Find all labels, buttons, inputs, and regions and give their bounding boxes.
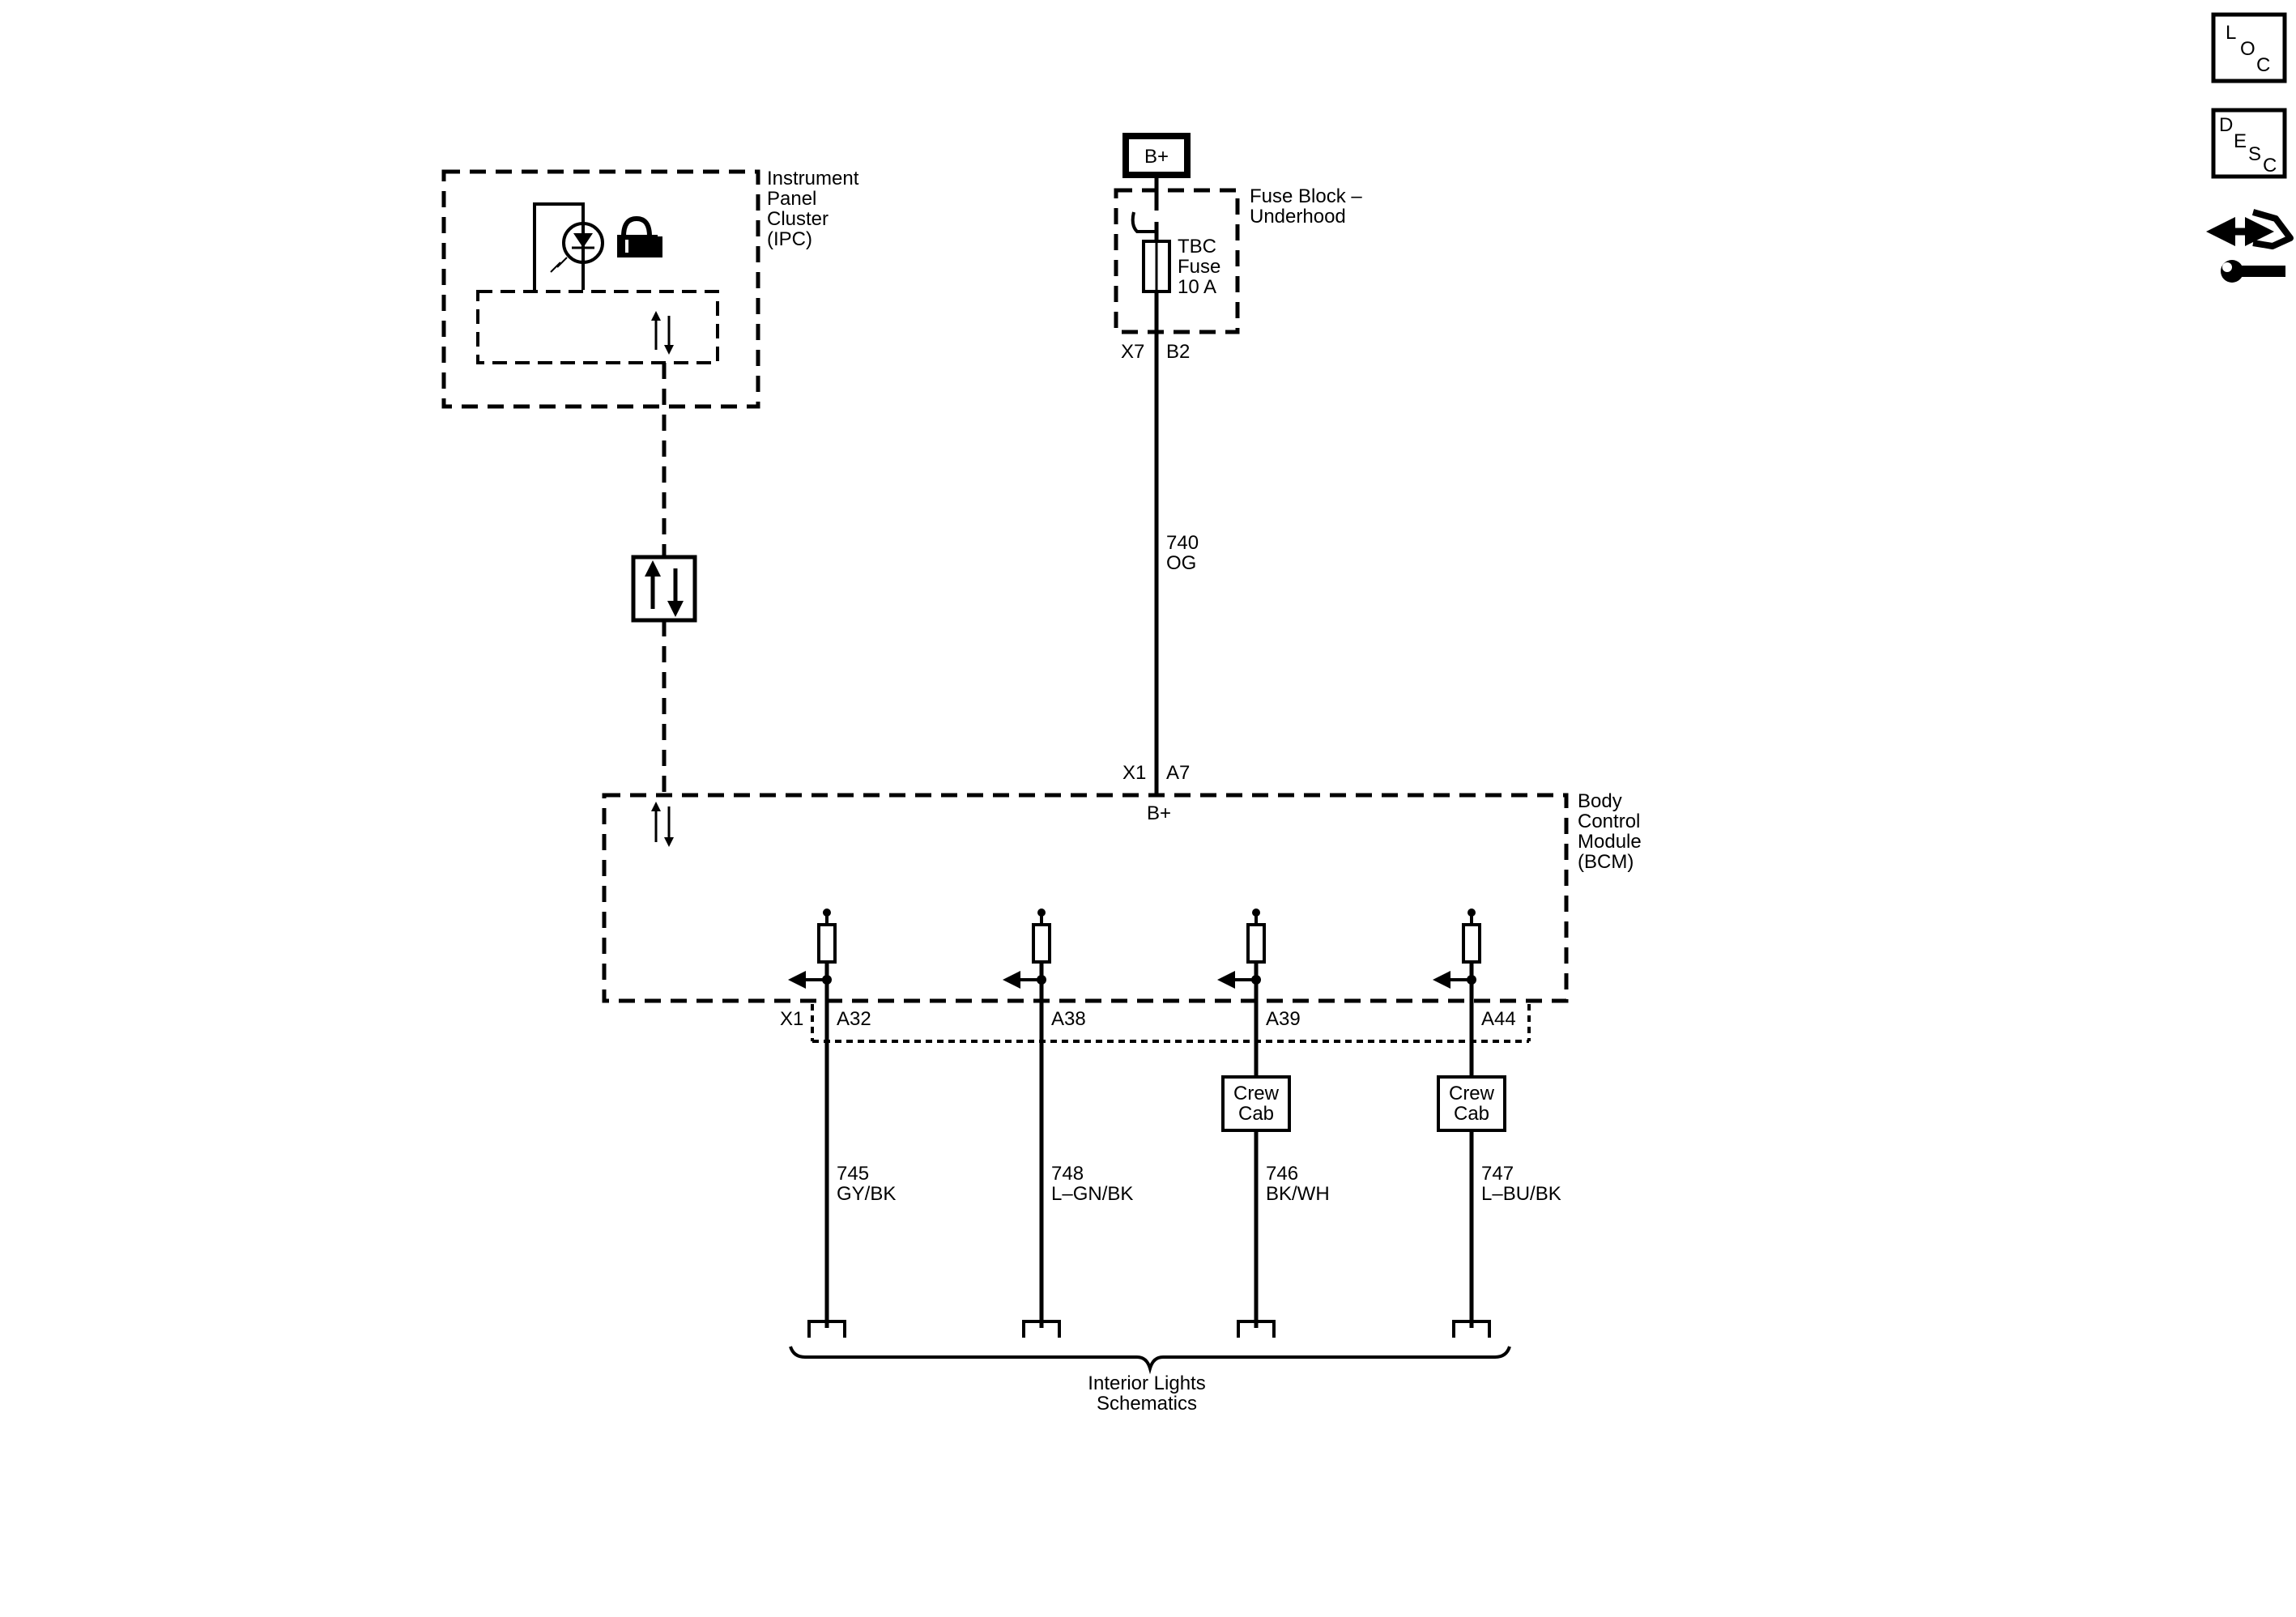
connector-end-icon bbox=[1022, 1320, 1061, 1338]
destination-label-1: Schematics bbox=[1097, 1393, 1197, 1415]
output-arrow-icon bbox=[1433, 971, 1450, 989]
ipc-label-1: Panel bbox=[767, 188, 816, 210]
wire-740-circuit: 740 bbox=[1166, 532, 1199, 554]
bcm-feed-pin: A7 bbox=[1166, 762, 1190, 784]
resistor-icon bbox=[1462, 923, 1481, 964]
bcm-module: B+ Body Control Module (BCM) X1 bbox=[602, 790, 1642, 1043]
serial-data-line bbox=[631, 363, 697, 795]
ipc-module: Instrument Panel Cluster (IPC) bbox=[441, 168, 859, 409]
wire-740: 740 OG X1 A7 bbox=[1122, 291, 1199, 795]
loc-button[interactable]: L O C bbox=[2211, 12, 2287, 83]
bcm-feed-conn: X1 bbox=[1122, 762, 1146, 784]
connector-end-icon bbox=[1452, 1320, 1491, 1338]
fuse-label-1: Fuse bbox=[1178, 256, 1220, 278]
bplus-source-label: B+ bbox=[1144, 146, 1169, 168]
output-arrow-icon bbox=[1217, 971, 1235, 989]
fuse-block-pin: B2 bbox=[1166, 341, 1190, 363]
desc-letter-c: C bbox=[2263, 155, 2277, 177]
fuse-icon bbox=[1142, 240, 1171, 293]
option-label: Cab bbox=[1238, 1103, 1274, 1125]
bcm-label-0: Body bbox=[1578, 790, 1622, 812]
fuse-block-label-1: Underhood bbox=[1250, 206, 1346, 228]
destination-label-0: Interior Lights bbox=[1088, 1372, 1205, 1394]
desc-button[interactable]: D E S C bbox=[2211, 108, 2287, 179]
resistor-icon bbox=[1246, 923, 1266, 964]
diagnostic-repair-icon[interactable] bbox=[2206, 209, 2294, 283]
output-pin: A38 bbox=[1051, 1008, 1086, 1030]
output-arrow-icon bbox=[1003, 971, 1020, 989]
fuse-block-conn: X7 bbox=[1121, 341, 1144, 363]
output-circuit: 747 bbox=[1481, 1163, 1514, 1185]
fuse-block-underhood: TBC Fuse 10 A Fuse Block – Underhood X7 … bbox=[1114, 175, 1362, 363]
connector-end-icon bbox=[807, 1320, 846, 1338]
bcm-output-conn: X1 bbox=[780, 1008, 803, 1030]
option-label: Crew bbox=[1233, 1083, 1280, 1104]
resistor-icon bbox=[817, 923, 837, 964]
bcm-label-3: (BCM) bbox=[1578, 851, 1634, 873]
serial-data-icon bbox=[651, 311, 674, 355]
desc-letter-s: S bbox=[2248, 143, 2261, 165]
security-indicator-lamp-icon bbox=[533, 202, 604, 290]
output-circuit: 746 bbox=[1266, 1163, 1298, 1185]
loc-letter-l: L bbox=[2226, 22, 2236, 44]
fuse-block-label-0: Fuse Block – bbox=[1250, 185, 1362, 207]
output-color: L–BU/BK bbox=[1481, 1183, 1561, 1205]
output-circuit: 748 bbox=[1051, 1163, 1084, 1185]
bcm-label-1: Control bbox=[1578, 811, 1640, 832]
fuse-label-2: 10 A bbox=[1178, 276, 1216, 298]
ipc-label-2: Cluster bbox=[767, 208, 829, 230]
desc-letter-d: D bbox=[2219, 114, 2233, 136]
serial-data-symbol-icon bbox=[631, 555, 697, 623]
output-circuit: 745 bbox=[837, 1163, 869, 1185]
resistor-icon bbox=[1032, 923, 1051, 964]
option-box bbox=[1437, 1075, 1506, 1132]
interior-lights-destination: Interior Lights Schematics bbox=[789, 1346, 1511, 1415]
option-label: Cab bbox=[1454, 1103, 1489, 1125]
bcm-serial-data-icon bbox=[651, 802, 674, 847]
desc-letter-e: E bbox=[2234, 130, 2247, 152]
output-arrow-icon bbox=[788, 971, 806, 989]
bplus-source: B+ bbox=[1122, 133, 1191, 178]
bcm-bplus-label: B+ bbox=[1147, 802, 1171, 824]
ipc-label-0: Instrument bbox=[767, 168, 859, 189]
output-pin: A32 bbox=[837, 1008, 871, 1030]
loc-letter-o: O bbox=[2240, 38, 2256, 60]
ipc-label-3: (IPC) bbox=[767, 228, 812, 250]
option-label: Crew bbox=[1449, 1083, 1495, 1104]
output-pin: A39 bbox=[1266, 1008, 1301, 1030]
output-color: GY/BK bbox=[837, 1183, 896, 1205]
output-color: BK/WH bbox=[1266, 1183, 1330, 1205]
option-box bbox=[1221, 1075, 1291, 1132]
bcm-label-2: Module bbox=[1578, 831, 1642, 853]
security-lock-icon bbox=[617, 215, 662, 257]
loc-letter-c: C bbox=[2256, 54, 2270, 76]
output-pin: A44 bbox=[1481, 1008, 1516, 1030]
fuse-label-0: TBC bbox=[1178, 236, 1216, 257]
connector-end-icon bbox=[1237, 1320, 1276, 1338]
wire-740-color: OG bbox=[1166, 552, 1196, 574]
output-color: L–GN/BK bbox=[1051, 1183, 1133, 1205]
